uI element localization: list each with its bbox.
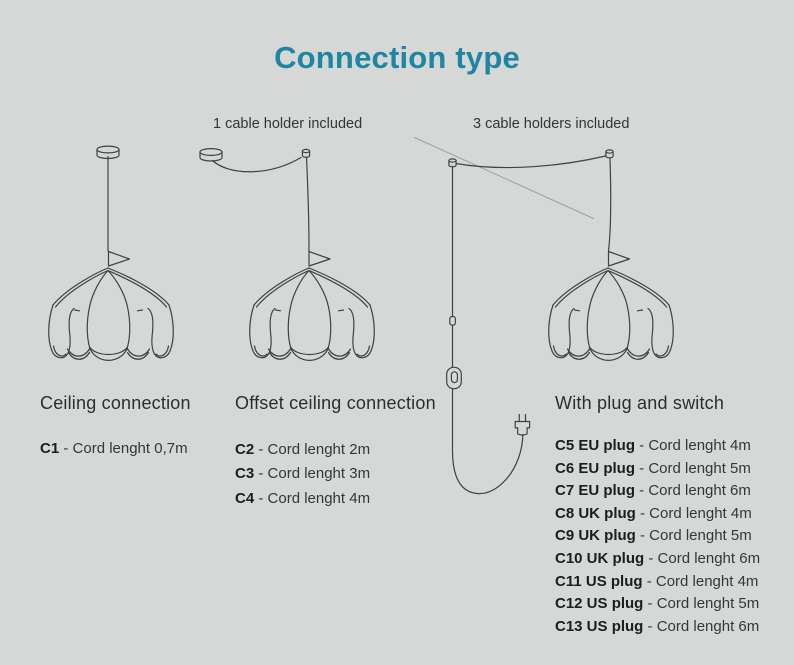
page-title: Connection type (274, 40, 520, 75)
product-code: C8 UK plug (555, 504, 636, 522)
spec-row: C3 - Cord lenght 3m (235, 462, 436, 486)
product-code: C4 (235, 489, 255, 507)
spec-row: C13 US plug - Cord lenght 6m (555, 616, 760, 639)
product-code: C9 UK plug (555, 527, 636, 545)
column-heading: Ceiling connection (40, 393, 191, 413)
spec-row: C9 UK plug - Cord lenght 5m (555, 525, 760, 548)
cord-length-text: - Cord lenght 4m (254, 489, 371, 507)
column-heading: Offset ceiling connection (235, 393, 436, 413)
ceiling-connection-diagram (48, 145, 174, 361)
spec-row: C6 EU plug - Cord lenght 5m (555, 458, 760, 481)
flag-tag-icon (107, 250, 131, 267)
spec-row: C5 EU plug - Cord lenght 4m (555, 435, 760, 458)
cord-length-text: - Cord lenght 4m (635, 504, 752, 522)
cable-holder-icon (301, 148, 311, 158)
spec-row: C11 US plug - Cord lenght 4m (555, 571, 760, 594)
plug-switch-diagram (414, 137, 674, 495)
spec-row: C8 UK plug - Cord lenght 4m (555, 503, 760, 526)
product-code: C6 EU plug (555, 459, 636, 477)
product-code: C1 (40, 440, 60, 457)
cable-holder-icon (448, 158, 457, 168)
spec-row: C10 UK plug - Cord lenght 6m (555, 548, 760, 571)
product-code: C10 UK plug (555, 549, 645, 567)
wall-line (414, 137, 594, 219)
caption-cable-holders-3: 3 cable holders included (473, 116, 630, 132)
lampshade-icon (548, 267, 674, 361)
cord-length-text: - Cord lenght 6m (643, 617, 760, 635)
product-code: C5 EU plug (555, 437, 636, 454)
cable-holder-icon (449, 315, 456, 326)
plug-switch-specs: With plug and switch C5 EU plug - Cord l… (555, 393, 760, 638)
cord-length-text: - Cord lenght 5m (635, 459, 751, 477)
offset-ceiling-specs: Offset ceiling connection C2 - Cord leng… (235, 393, 436, 511)
cord-length-text: - Cord lenght 0,7m (59, 440, 188, 457)
cord-line (607, 157, 612, 252)
cord-length-text: - Cord lenght 4m (635, 437, 751, 454)
cord-length-text: - Cord lenght 4m (642, 572, 759, 590)
flag-tag-icon (607, 250, 631, 267)
cord-line (455, 155, 607, 169)
spec-row: C2 - Cord lenght 2m (235, 438, 436, 462)
plug-icon (514, 413, 531, 436)
cord-line (305, 156, 310, 252)
switch-icon (446, 366, 462, 390)
cord-length-text: - Cord lenght 6m (644, 549, 761, 567)
product-code: C13 US plug (555, 617, 644, 635)
lampshade-icon (249, 267, 375, 361)
ceiling-connection-specs: Ceiling connection C1 - Cord lenght 0,7m (40, 393, 191, 461)
offset-ceiling-diagram (199, 148, 375, 361)
product-code: C3 (235, 465, 255, 483)
product-code: C2 (235, 441, 255, 458)
cord-length-text: - Cord lenght 5m (635, 527, 752, 545)
product-code: C12 US plug (555, 595, 644, 613)
product-code: C11 US plug (555, 572, 643, 590)
cord-length-text: - Cord lenght 2m (254, 441, 371, 458)
cord-line (211, 156, 302, 173)
column-heading: With plug and switch (555, 393, 725, 413)
cord-length-text: - Cord lenght 3m (254, 465, 371, 483)
cord-line (451, 388, 524, 495)
spec-row: C1 - Cord lenght 0,7m (40, 437, 191, 461)
caption-cable-holder-1: 1 cable holder included (213, 116, 363, 132)
product-code: C7 EU plug (555, 482, 636, 500)
cable-holder-icon (605, 149, 614, 159)
lampshade-icon (48, 267, 174, 361)
spec-row: C7 EU plug - Cord lenght 6m (555, 480, 760, 503)
flag-tag-icon (308, 250, 331, 267)
ceiling-rose-icon (199, 148, 223, 162)
spec-row: C4 - Cord lenght 4m (235, 487, 436, 511)
cord-length-text: - Cord lenght 6m (635, 482, 751, 500)
spec-row: C12 US plug - Cord lenght 5m (555, 593, 760, 616)
cord-length-text: - Cord lenght 5m (643, 595, 760, 613)
